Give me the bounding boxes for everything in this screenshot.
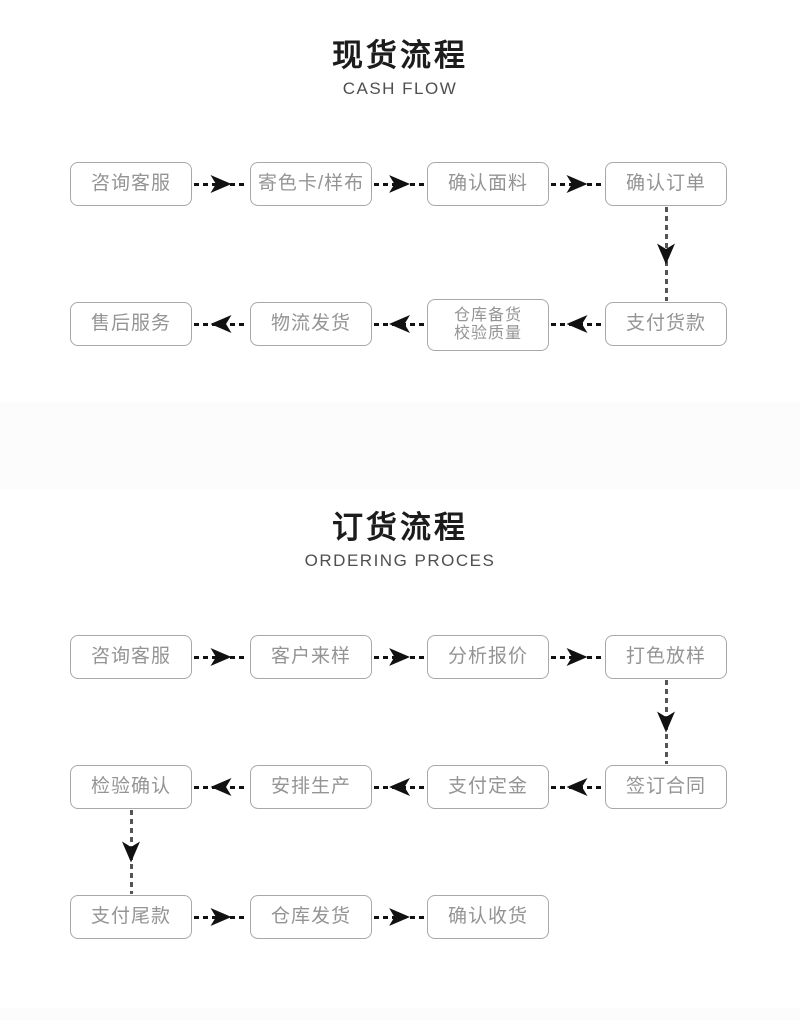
flow1-node-after-sales-label: 售后服务 [90, 313, 171, 335]
arrow-right-icon [551, 647, 603, 667]
flow2-node-customer-sample: 客户来样 [250, 635, 372, 679]
flow2-node-warehouse-ship-label: 仓库发货 [270, 906, 351, 928]
flow2-node-color-proof-label: 打色放样 [625, 646, 706, 668]
arrow-left-icon [551, 777, 603, 797]
flow1-node-pay-goods-label: 支付货款 [625, 313, 706, 335]
flow1-node-logistics: 物流发货 [250, 302, 372, 346]
arrow-right-icon [374, 174, 425, 194]
arrow-right-icon [194, 647, 248, 667]
flow1-node-confirm-order-label: 确认订单 [625, 173, 706, 195]
bottom-band [0, 1008, 800, 1020]
flow2-node-pay-balance: 支付尾款 [70, 895, 192, 939]
arrow-left-icon [194, 314, 248, 334]
arrow-left-icon [374, 777, 425, 797]
flow2-node-production-label: 安排生产 [270, 776, 351, 798]
flow1-node-sample-card-label: 寄色卡/样布 [257, 173, 365, 195]
flow2-node-consult: 咨询客服 [70, 635, 192, 679]
flow1-node-logistics-label: 物流发货 [270, 313, 351, 335]
arrow-down-icon [121, 810, 141, 894]
flow2-header: 订货流程 ORDERING PROCES [0, 512, 800, 569]
flow2-node-consult-label: 咨询客服 [90, 646, 171, 668]
arrow-down-icon [656, 207, 676, 301]
flow1-node-warehouse: 仓库备货 校验质量 [427, 299, 549, 351]
flow2-node-inspection-label: 检验确认 [90, 776, 171, 798]
arrow-left-icon [194, 777, 248, 797]
flow2-node-warehouse-ship: 仓库发货 [250, 895, 372, 939]
flow2-node-customer-sample-label: 客户来样 [270, 646, 351, 668]
flow1-node-warehouse-label-line2: 校验质量 [453, 325, 522, 342]
flow1-header: 现货流程 CASH FLOW [0, 40, 800, 97]
flow1-node-confirm-order: 确认订单 [605, 162, 727, 206]
flow2-node-pay-deposit: 支付定金 [427, 765, 549, 809]
flow1-node-warehouse-label-line1: 仓库备货 [453, 306, 522, 324]
flow1-node-sample-card: 寄色卡/样布 [250, 162, 372, 206]
flow1-node-consult: 咨询客服 [70, 162, 192, 206]
flow1-node-confirm-fabric-label: 确认面料 [447, 173, 528, 195]
flow1-node-confirm-fabric: 确认面料 [427, 162, 549, 206]
flow1-node-consult-label: 咨询客服 [90, 173, 171, 195]
flow2-node-production: 安排生产 [250, 765, 372, 809]
arrow-left-icon [374, 314, 425, 334]
flow2-subtitle: ORDERING PROCES [304, 551, 496, 570]
flow1-title: 现货流程 [332, 38, 468, 73]
flow2-node-sign-contract: 签订合同 [605, 765, 727, 809]
arrow-right-icon [551, 174, 603, 194]
arrow-right-icon [374, 907, 425, 927]
flow2-node-quote-label: 分析报价 [447, 646, 528, 668]
flow2-title: 订货流程 [332, 510, 468, 545]
flow1-node-pay-goods: 支付货款 [605, 302, 727, 346]
arrow-right-icon [374, 647, 425, 667]
flow2-node-color-proof: 打色放样 [605, 635, 727, 679]
flow2-node-pay-deposit-label: 支付定金 [447, 776, 528, 798]
flow2-node-sign-contract-label: 签订合同 [625, 776, 706, 798]
arrow-down-icon [656, 680, 676, 764]
flow2-node-quote: 分析报价 [427, 635, 549, 679]
flow1-subtitle: CASH FLOW [342, 79, 458, 98]
arrow-left-icon [551, 314, 603, 334]
arrow-right-icon [194, 174, 248, 194]
flow2-node-confirm-receipt-label: 确认收货 [447, 906, 528, 928]
flow2-node-pay-balance-label: 支付尾款 [90, 906, 171, 928]
arrow-right-icon [194, 907, 248, 927]
flow2-node-confirm-receipt: 确认收货 [427, 895, 549, 939]
flow2-node-inspection: 检验确认 [70, 765, 192, 809]
section-divider-band [0, 402, 800, 489]
flow1-node-after-sales: 售后服务 [70, 302, 192, 346]
